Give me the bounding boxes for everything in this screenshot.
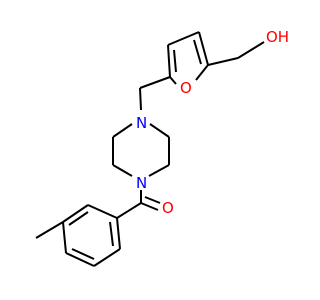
bond-ring-2-double: [68, 211, 89, 226]
bond-pip-c-left-n1: [112, 123, 133, 138]
bond-carbonyl-ring: [116, 202, 142, 219]
piperazine-n-bottom-label: N: [136, 174, 147, 192]
bond-furan-ch2-linker: [139, 76, 171, 89]
furan-oxygen-label: O: [180, 79, 192, 97]
bond-ring-1: [87, 204, 118, 219]
piperazine-n-top-label: N: [136, 114, 147, 132]
bond-furan-c4-c5: [198, 31, 209, 66]
bond-furan-c3-c4: [167, 31, 200, 46]
bond-furan-c5-o: [195, 64, 209, 81]
bond-pip-n1-c-right: [149, 123, 170, 138]
bond-ring-2: [62, 204, 89, 223]
bond-pip-c-right-n4: [148, 164, 170, 177]
bond-ring-4-double: [71, 248, 95, 260]
bond-ch2-n: [139, 87, 142, 111]
bond-furan-o-c2: [169, 76, 177, 85]
molecule-drawing: OH O N N O: [35, 28, 289, 267]
bond-carbonyl-o-double: [144, 196, 161, 204]
bond-methyl: [35, 221, 64, 239]
bond-furan-c3-c3-double: [173, 49, 177, 73]
bond-ring-4: [65, 252, 95, 267]
bond-carbonyl-o: [140, 202, 159, 211]
hydroxyl-label: OH: [266, 28, 289, 46]
carbonyl-oxygen-label: O: [162, 199, 174, 217]
bond-ch2-oh: [237, 41, 265, 59]
bond-furan-ch2: [207, 57, 239, 66]
bond-pip-n4-c-left: [112, 164, 133, 177]
bond-ring-6: [116, 217, 121, 250]
structure-diagram: OH O N N O: [35, 28, 290, 267]
bond-ring-5: [93, 248, 121, 267]
bond-furan-c2-c3: [167, 44, 171, 78]
bond-ring-6-double: [109, 221, 114, 247]
bond-furan-c4-c5-double: [193, 39, 202, 65]
bond-ring-3: [62, 221, 67, 254]
